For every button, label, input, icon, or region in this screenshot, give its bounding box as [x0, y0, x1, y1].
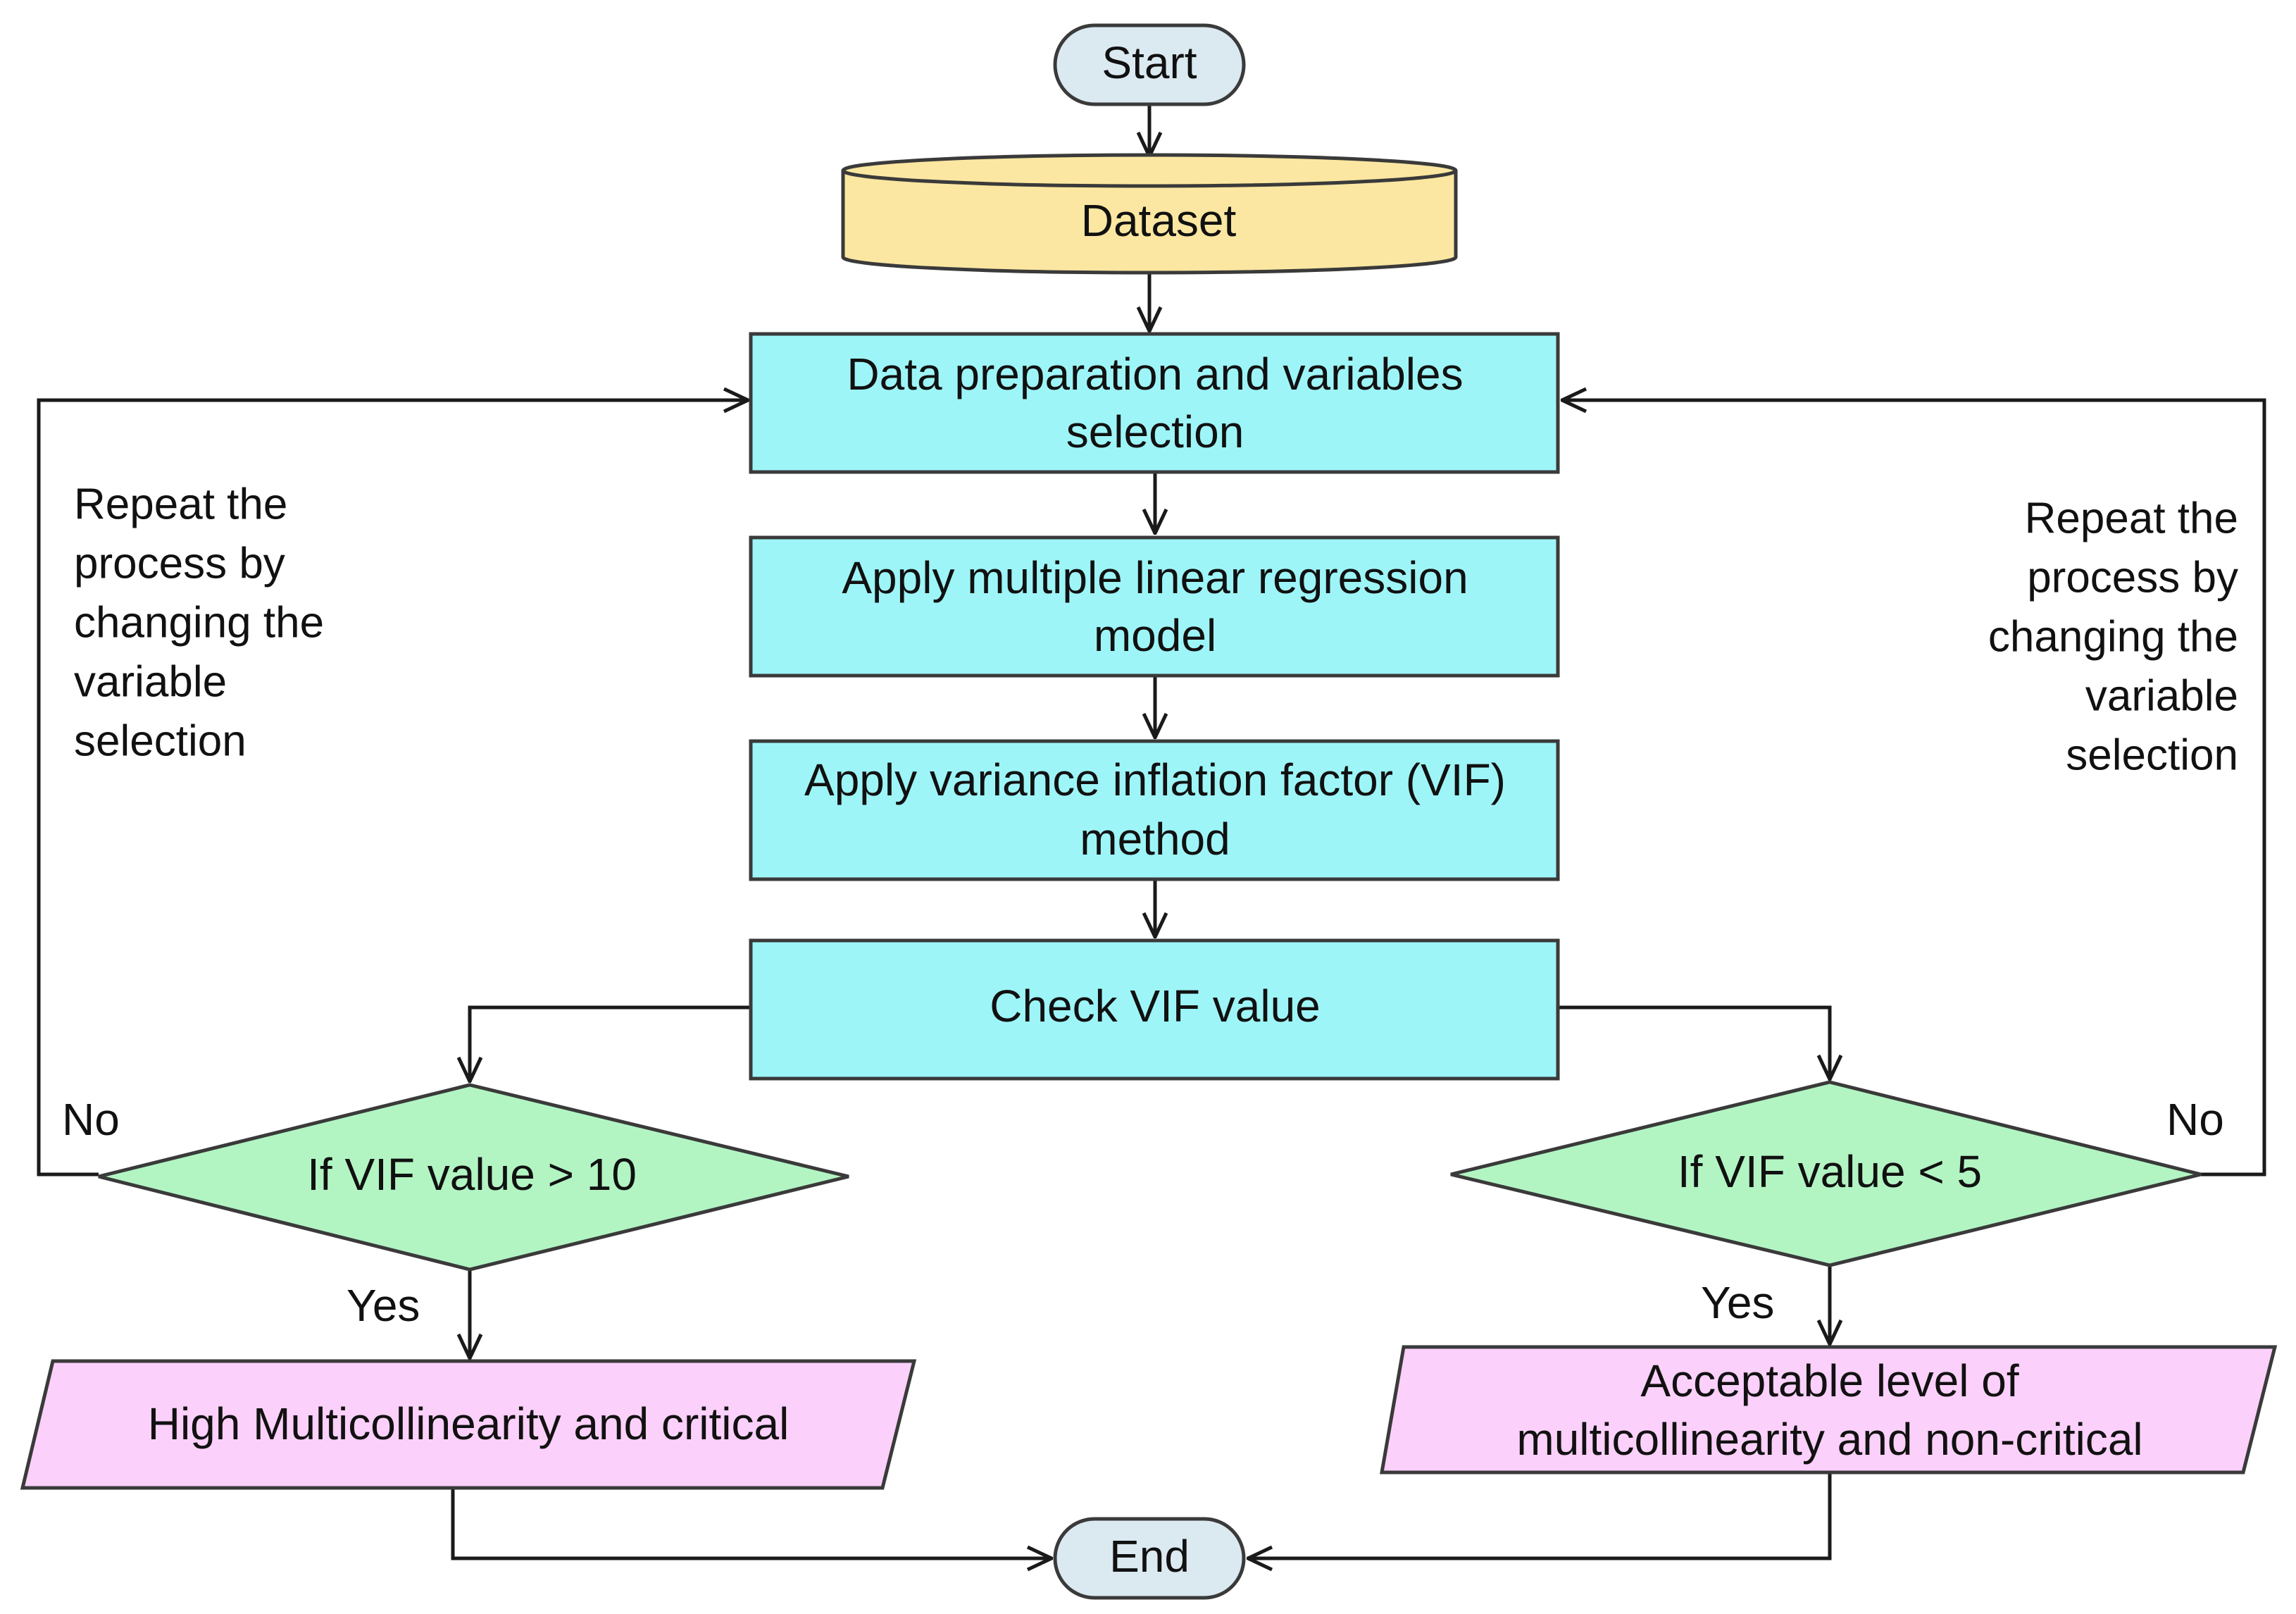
vif-method-node: Apply variance inflation factor (VIF) me… [749, 739, 1560, 881]
left-side-note: Repeat the process by changing the varia… [74, 480, 324, 765]
start-label: Start [1102, 37, 1197, 88]
mlr-label-line-2: model [1094, 610, 1216, 661]
left-no-label: No [62, 1094, 120, 1145]
data-prep-label-line-2: selection [1066, 406, 1244, 457]
data-prep-label-line-1: Data preparation and variables [847, 349, 1463, 399]
result-high-node: High Multicollinearity and critical [20, 1359, 917, 1490]
loop-right-no-to-data-prep [1562, 400, 2266, 1177]
right-side-note: Repeat the process by changing the varia… [1988, 494, 2238, 779]
arrow-check-to-decision-low [1558, 1005, 1830, 1079]
decision-low-node: If VIF value < 5 [1450, 1080, 2202, 1267]
mlr-node: Apply multiple linear regression model [749, 535, 1560, 678]
loop-left-no-to-data-prep [37, 400, 748, 1177]
arrow-result-low-to-end [1248, 1472, 1832, 1558]
left-note-line-2: process by [74, 539, 285, 588]
right-note-line-1: Repeat the [2025, 494, 2238, 542]
left-yes-label: Yes [347, 1280, 420, 1331]
arrow-check-to-decision-high [470, 1005, 751, 1081]
result-low-label-line-2: multicollinearity and non-critical [1516, 1414, 2142, 1465]
end-label: End [1109, 1531, 1190, 1582]
connectors [37, 104, 2266, 1558]
dataset-label: Dataset [1081, 195, 1237, 246]
dataset-node: Dataset [841, 153, 1458, 275]
end-node: End [1053, 1517, 1246, 1600]
result-low-label-line-1: Acceptable level of [1640, 1355, 2019, 1406]
right-yes-label: Yes [1701, 1277, 1774, 1328]
decision-high-label: If VIF value > 10 [307, 1149, 637, 1200]
arrow-result-high-to-end [451, 1488, 1052, 1558]
check-vif-node: Check VIF value [749, 938, 1560, 1081]
vif-method-label-line-2: method [1080, 814, 1230, 864]
left-note-line-3: changing the [74, 598, 324, 647]
right-note-line-3: changing the [1988, 612, 2238, 661]
left-note-line-1: Repeat the [74, 480, 287, 528]
decision-low-label: If VIF value < 5 [1678, 1146, 1982, 1197]
mlr-label-line-1: Apply multiple linear regression [842, 552, 1468, 603]
data-prep-node: Data preparation and variables selection [749, 332, 1560, 474]
decision-high-node: If VIF value > 10 [98, 1083, 849, 1272]
vif-method-label-line-1: Apply variance inflation factor (VIF) [804, 755, 1506, 805]
right-no-label: No [2166, 1094, 2224, 1145]
right-note-line-2: process by [2027, 553, 2238, 602]
start-node: Start [1053, 23, 1246, 106]
left-note-line-4: variable [74, 657, 227, 706]
check-vif-label: Check VIF value [990, 981, 1321, 1031]
result-high-label: High Multicollinearity and critical [148, 1398, 790, 1449]
right-note-line-4: variable [2085, 671, 2238, 720]
left-note-line-5: selection [74, 716, 247, 765]
right-note-line-5: selection [2066, 731, 2238, 779]
result-low-node: Acceptable level of multicollinearity an… [1380, 1345, 2278, 1475]
